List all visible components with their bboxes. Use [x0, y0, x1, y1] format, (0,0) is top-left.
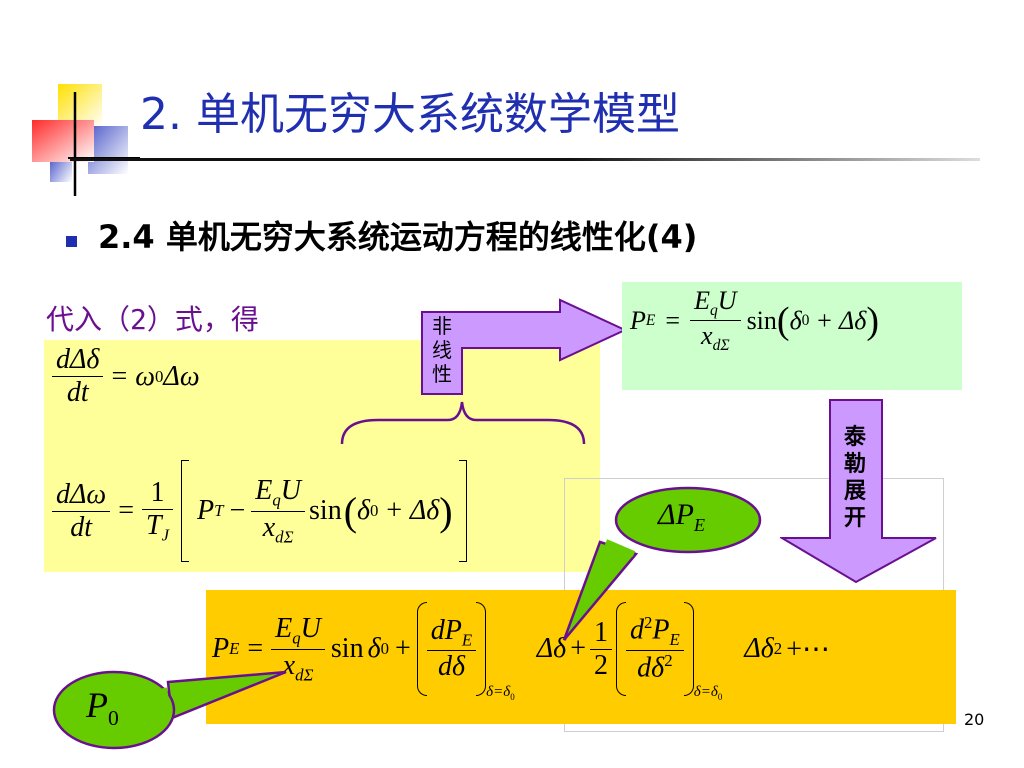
equations-box	[44, 340, 600, 572]
delta-pe-callout	[562, 486, 762, 641]
p0-callout	[52, 670, 287, 750]
taylor-arrow	[780, 399, 937, 584]
corner-decoration	[30, 78, 140, 198]
nonlinear-label: 非线性	[432, 314, 452, 386]
p0-label: P0	[86, 685, 119, 731]
bullet-marker	[66, 236, 77, 247]
nonlinear-arrow	[421, 298, 628, 395]
bullet-heading: 2.4 单机无穷大系统运动方程的线性化(4)	[98, 218, 698, 256]
pe-box	[622, 282, 962, 390]
taylor-label: 泰勒展开	[843, 425, 866, 531]
substitute-text: 代入（2）式，得	[46, 303, 259, 336]
page-number: 20	[964, 710, 985, 729]
curly-brace	[340, 401, 586, 445]
slide-title: 2. 单机无穷大系统数学模型	[140, 89, 680, 140]
title-underline	[70, 158, 980, 161]
delta-pe-label: ΔPE	[658, 498, 705, 535]
